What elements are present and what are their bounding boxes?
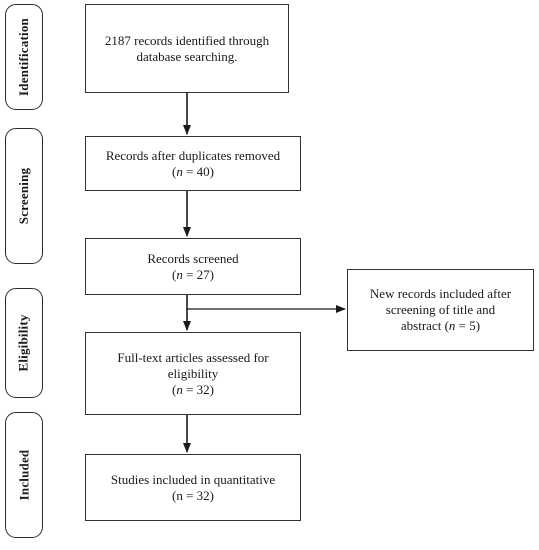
box-records-screened: Records screened (n = 27) <box>85 238 301 295</box>
box-full-text-assessed-open-paren: ( <box>171 381 177 397</box>
box-new-records-line3-text: abstract ( <box>400 318 449 333</box>
box-full-text-assessed-n-value: = 32) <box>182 381 214 397</box>
box-duplicates-removed-line1: Records after duplicates removed <box>105 147 281 163</box>
box-records-screened-count: (n = 27) <box>172 267 214 283</box>
box-full-text-assessed: Full-text articles assessed for eligibil… <box>85 332 301 415</box>
box-new-records-n-value: = 5) <box>455 318 481 333</box>
stage-eligibility: Eligibility <box>5 288 43 398</box>
box-new-records-line3: abstract (n = 5) <box>401 318 480 334</box>
stage-identification: Identification <box>5 4 43 110</box>
box-full-text-assessed-n-symbol: n <box>176 381 183 397</box>
box-records-screened-open-paren: ( <box>171 266 177 282</box>
box-records-identified: 2187 records identified through database… <box>85 4 289 93</box>
stage-included: Included <box>5 412 43 538</box>
box-duplicates-removed-n-value: = 40) <box>182 163 214 179</box>
box-new-records: New records included after screening of … <box>347 269 534 351</box>
box-records-screened-n-value: = 27) <box>182 266 214 282</box>
box-records-screened-n-symbol: n <box>176 266 183 282</box>
box-duplicates-removed-open-paren: ( <box>171 163 177 179</box>
box-duplicates-removed-n-symbol: n <box>176 163 183 179</box>
box-new-records-line1: New records included after <box>369 286 512 301</box>
box-new-records-n-symbol: n <box>448 318 456 333</box>
box-full-text-assessed-line1: Full-text articles assessed for <box>117 349 269 365</box>
box-duplicates-removed-count: (n = 40) <box>172 164 214 180</box>
box-records-screened-line1: Records screened <box>147 250 239 266</box>
box-records-identified-line2: database searching. <box>136 48 238 64</box>
box-duplicates-removed: Records after duplicates removed (n = 40… <box>85 136 301 191</box>
box-studies-included-line2: (n = 32) <box>172 487 214 503</box>
box-studies-included: Studies included in quantitative (n = 32… <box>85 454 301 521</box>
box-full-text-assessed-count: (n = 32) <box>172 382 214 398</box>
box-full-text-assessed-line2: eligibility <box>167 365 219 381</box>
box-studies-included-line1: Studies included in quantitative <box>110 471 276 487</box>
box-records-identified-line1: 2187 records identified through <box>104 32 270 48</box>
box-new-records-line2: screening of title and <box>385 302 496 317</box>
stage-screening: Screening <box>5 128 43 264</box>
